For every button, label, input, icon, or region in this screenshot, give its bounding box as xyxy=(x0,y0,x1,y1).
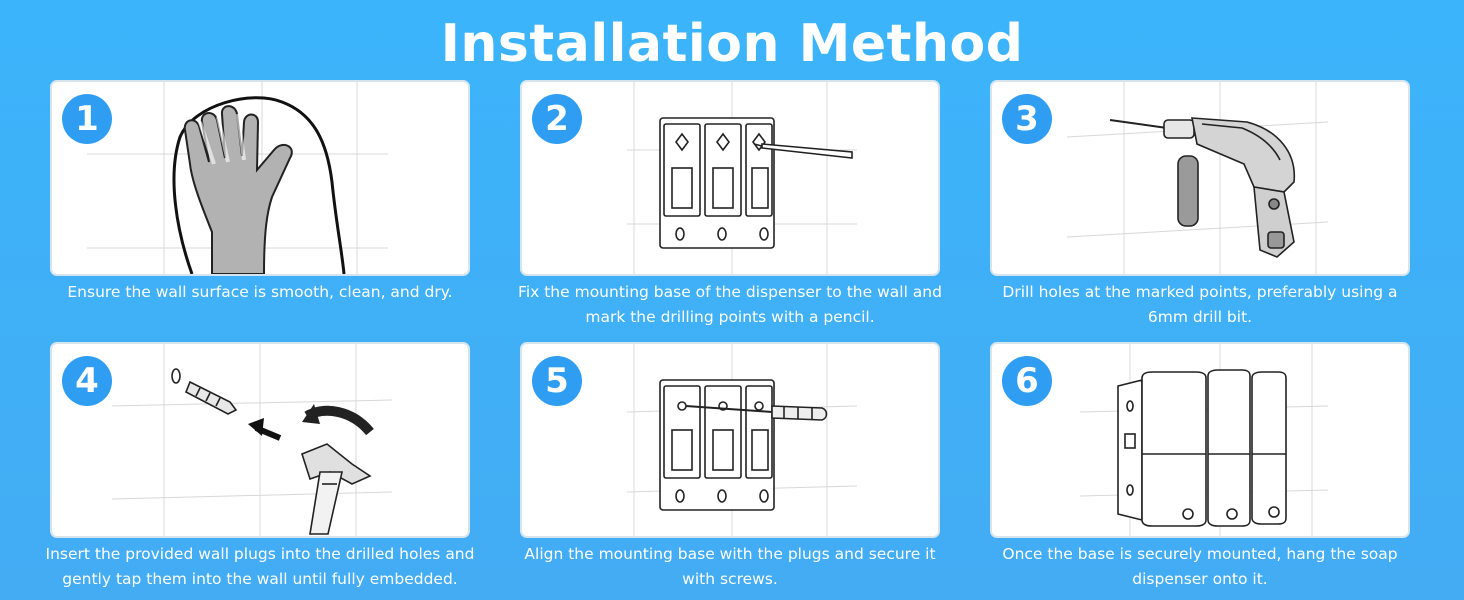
step-3-card: 3 xyxy=(990,80,1410,276)
step-6-caption: Once the base is securely mounted, hang … xyxy=(1002,545,1398,588)
step-4-caption: Insert the provided wall plugs into the … xyxy=(45,545,475,588)
step-5-caption: Align the mounting base with the plugs a… xyxy=(524,545,936,588)
step-number-badge: 1 xyxy=(62,94,112,144)
step-4-card: 4 xyxy=(50,342,470,538)
step-4: 4 xyxy=(46,342,474,592)
step-1: 1 Ensure the wall surface is smooth, cle… xyxy=(50,80,470,305)
step-6: 6 xyxy=(990,342,1410,592)
step-5-card: 5 xyxy=(520,342,940,538)
step-number-badge: 4 xyxy=(62,356,112,406)
soap-dispenser-icon xyxy=(1079,344,1329,536)
screwdriver-icon xyxy=(626,344,858,536)
step-1-card: 1 xyxy=(50,80,470,276)
hammer-plug-icon xyxy=(111,344,393,536)
step-3: 3 Drill holes at the marked points, pref xyxy=(990,80,1410,330)
step-2-caption: Fix the mounting base of the dispenser t… xyxy=(518,283,942,326)
step-6-card: 6 xyxy=(990,342,1410,538)
step-2: 2 xyxy=(518,80,942,330)
step-number-badge: 6 xyxy=(1002,356,1052,406)
gloved-hand-icon xyxy=(87,82,388,274)
step-number-badge: 2 xyxy=(532,94,582,144)
step-3-caption: Drill holes at the marked points, prefer… xyxy=(1002,283,1398,326)
pencil-marking-icon xyxy=(627,82,857,274)
step-1-caption: Ensure the wall surface is smooth, clean… xyxy=(67,283,453,301)
step-number-badge: 3 xyxy=(1002,94,1052,144)
page-title: Installation Method xyxy=(440,14,1024,74)
drill-icon xyxy=(1066,82,1329,274)
step-2-card: 2 xyxy=(520,80,940,276)
step-5: 5 xyxy=(520,342,940,592)
step-number-badge: 5 xyxy=(532,356,582,406)
